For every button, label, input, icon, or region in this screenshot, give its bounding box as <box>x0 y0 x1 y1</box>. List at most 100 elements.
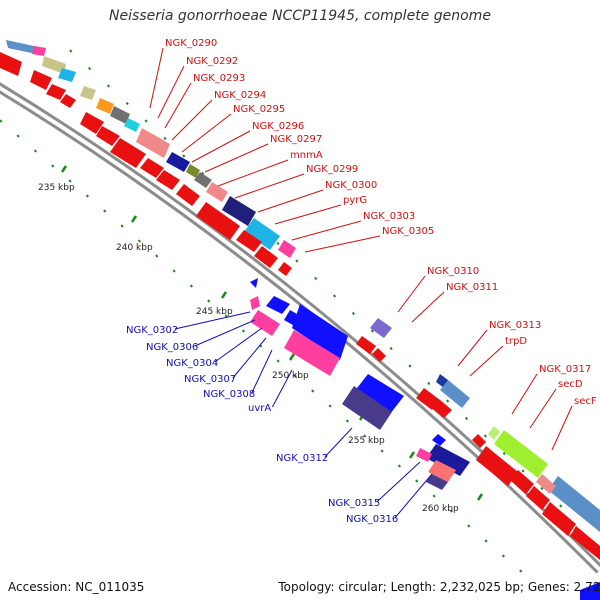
tick-mark <box>427 381 431 386</box>
tick-mark <box>293 374 297 378</box>
tick-mark <box>415 479 419 483</box>
major-tick <box>60 165 68 173</box>
tick-mark <box>144 119 148 123</box>
tick-mark <box>467 524 471 528</box>
tick-mark <box>389 346 393 351</box>
tick-mark <box>189 284 193 288</box>
accession-label: Accession: NC_011035 <box>8 580 145 594</box>
gene-label-forward: NGK_0303 <box>363 211 415 222</box>
leader-line <box>271 369 293 408</box>
reverse-genes <box>250 278 600 600</box>
tick-mark <box>103 209 107 213</box>
major-tick <box>408 451 416 459</box>
tick-mark <box>120 224 124 228</box>
tick-mark <box>328 404 332 408</box>
gene-box <box>440 380 470 408</box>
gene-box <box>32 46 46 56</box>
gene-label-forward: NGK_0297 <box>270 134 322 145</box>
gene-label-reverse: NGK_0307 <box>184 374 236 385</box>
leader-line <box>214 327 263 363</box>
gene-label-reverse: uvrA <box>248 403 271 414</box>
gene-label-forward: NGK_0299 <box>306 164 358 175</box>
tick-mark <box>125 101 129 106</box>
gene-label-reverse: NGK_0315 <box>328 498 380 509</box>
leader-line <box>376 461 421 503</box>
gene-box <box>222 196 256 226</box>
tick-mark <box>540 486 544 491</box>
kbp-label: 255 kbp <box>348 436 385 446</box>
tick-mark <box>276 359 280 363</box>
gene-label-forward: NGK_0296 <box>252 121 304 132</box>
tick-mark <box>224 314 228 318</box>
tick-mark <box>521 469 525 473</box>
tick-mark <box>207 299 211 303</box>
gene-label-forward: NGK_0313 <box>489 320 541 331</box>
gene-box <box>136 128 170 158</box>
gene-box <box>80 86 96 100</box>
gene-box <box>110 106 130 124</box>
gene-box <box>244 218 280 250</box>
tick-mark <box>182 154 186 158</box>
kbp-label: 260 kbp <box>422 504 459 514</box>
gene-box <box>494 430 548 478</box>
tick-mark <box>241 329 245 333</box>
leader-line <box>194 319 256 347</box>
gene-label-reverse: NGK_0316 <box>346 514 398 525</box>
gene-label-reverse: NGK_0312 <box>276 453 328 464</box>
gene-label-forward: NGK_0295 <box>233 104 285 115</box>
tick-mark <box>333 294 337 298</box>
leader-line <box>257 189 324 213</box>
kbp-label: 235 kbp <box>38 183 75 193</box>
tick-mark <box>155 254 159 258</box>
tick-mark <box>106 84 110 88</box>
gene-label-forward: NGK_0293 <box>193 73 245 84</box>
tick-mark <box>69 49 73 53</box>
major-tick <box>220 291 228 299</box>
tick-mark <box>502 451 506 456</box>
leader-line <box>204 143 269 173</box>
tick-mark <box>311 389 315 393</box>
gene-label-reverse: NGK_0308 <box>203 389 255 400</box>
page-title: Neisseria gonorrhoeae NCCP11945, complet… <box>109 8 491 24</box>
tick-mark <box>380 449 384 453</box>
tick-mark <box>397 464 401 468</box>
tick-mark <box>276 241 280 246</box>
kbp-label: 240 kbp <box>116 243 153 253</box>
leader-line <box>251 349 273 394</box>
leader-line <box>191 130 251 163</box>
gene-label-forward: NGK_0311 <box>446 282 498 293</box>
tick-mark <box>483 434 487 438</box>
tick-mark <box>295 259 299 263</box>
gene-box <box>548 476 600 532</box>
leader-line <box>324 427 353 458</box>
gene-box <box>96 98 114 114</box>
gene-box <box>166 152 190 172</box>
tick-mark <box>464 416 469 421</box>
gene-label-reverse: NGK_0304 <box>166 358 218 369</box>
gene-label-forward: NGK_0292 <box>186 56 238 67</box>
leader-line <box>217 159 289 187</box>
tick-mark <box>85 194 89 198</box>
leader-line <box>457 329 488 367</box>
kbp-label: 250 kbp <box>272 371 309 381</box>
gene-label-forward: NGK_0294 <box>214 90 266 101</box>
tick-mark <box>345 419 349 423</box>
gene-box <box>58 68 76 82</box>
tick-mark <box>432 494 436 498</box>
tick-mark <box>484 539 488 543</box>
tick-mark <box>519 569 523 573</box>
major-tick <box>476 493 484 501</box>
leader-line <box>551 405 573 451</box>
leader-line <box>304 235 381 253</box>
leader-line <box>397 275 426 313</box>
leader-line <box>411 291 445 323</box>
gene-label-forward: secD <box>558 379 583 390</box>
gene-label-reverse: NGK_0306 <box>146 342 198 353</box>
gene-label-forward: mnmA <box>290 150 323 161</box>
tick-mark <box>449 509 453 513</box>
tick-mark <box>314 276 318 281</box>
genome-backbone <box>0 82 600 574</box>
gene-box <box>6 40 36 54</box>
leader-line <box>511 373 538 415</box>
leader-line <box>529 388 557 429</box>
